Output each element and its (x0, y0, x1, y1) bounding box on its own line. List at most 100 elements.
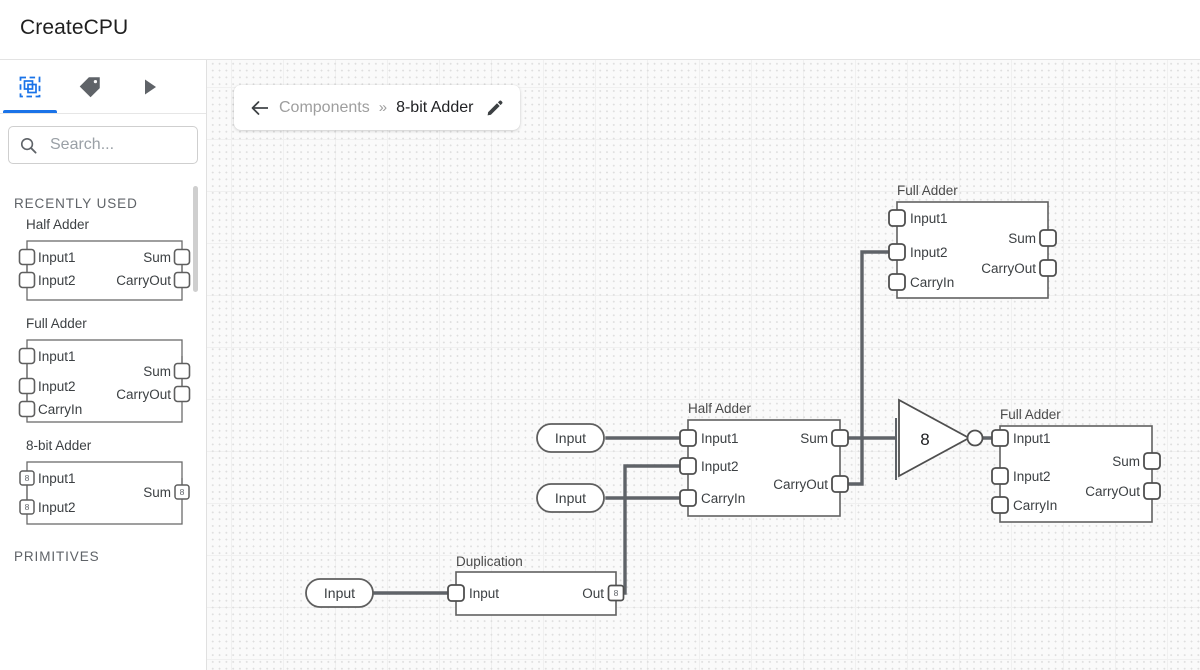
pin-label-input1: Input1 (910, 211, 948, 226)
tab-active-underline (3, 110, 57, 113)
arrow-left-icon (251, 100, 268, 115)
rename-button[interactable] (486, 99, 504, 117)
pin-label-carryin: CarryIn (1013, 498, 1057, 513)
sidebar-component-title: Half Adder (26, 217, 90, 232)
sidebar-pin-label: Input2 (38, 273, 76, 288)
sidebar-scrollbar-track[interactable] (193, 122, 202, 442)
tab-components[interactable] (0, 60, 60, 113)
sidebar-pin-label: Input2 (38, 379, 76, 394)
sidebar: RECENTLY USED Half Adder Input1 Input2 S… (0, 60, 207, 670)
back-button[interactable] (250, 99, 270, 117)
pin-label-out: Out (582, 586, 604, 601)
breadcrumb-current: 8-bit Adder (396, 98, 474, 116)
pin-carryin[interactable] (888, 273, 906, 291)
breadcrumb-separator: » (378, 99, 388, 116)
bus-gate-label: 8 (920, 430, 929, 449)
sidebar-pin-label: Sum (143, 364, 171, 379)
component-list[interactable]: RECENTLY USED Half Adder Input1 Input2 S… (0, 180, 206, 670)
node-duplication[interactable]: Duplication 8 Input Out (447, 554, 625, 616)
node-title: Duplication (456, 554, 523, 569)
sidebar-component-title: 8-bit Adder (26, 438, 92, 453)
pin-label-input: Input (469, 586, 499, 601)
wire-duplication-to-halfadder-input2 (623, 464, 688, 595)
pin-label-carryin: CarryIn (910, 275, 954, 290)
pin-label-input2: Input2 (701, 459, 739, 474)
section-label-primitives: PRIMITIVES (14, 549, 100, 564)
tab-run[interactable] (120, 60, 180, 113)
sidebar-tabbar (0, 60, 206, 114)
node-half-adder[interactable]: Half Adder Input1 Input2 CarryIn Sum Car… (679, 401, 849, 517)
bus-width-badge: 8 (614, 588, 619, 598)
pin-carryin[interactable] (991, 496, 1009, 514)
pin-label-carryout: CarryOut (981, 261, 1036, 276)
pin-out[interactable] (607, 584, 625, 602)
circuit-graph: Full Adder Input1 Input2 CarryIn Sum Car… (305, 183, 1161, 616)
pin-sum[interactable] (1143, 452, 1161, 470)
pin-input2[interactable] (991, 467, 1009, 485)
sidebar-component-preview: Input1 Input2 Sum CarryOut (18, 240, 191, 301)
bus-width-badge: 8 (180, 487, 185, 497)
input-pill-2[interactable]: Input (536, 483, 605, 513)
bus-width-badge: 8 (25, 502, 30, 512)
sidebar-component-half-adder[interactable]: Half Adder Input1 Input2 Sum CarryOut (14, 217, 206, 312)
sidebar-pin-label: CarryOut (116, 273, 171, 288)
wire-halfadder-carryout-to-gate (846, 436, 897, 486)
breadcrumb: Components » 8-bit Adder (234, 85, 521, 130)
bus-gate[interactable]: 8 (895, 398, 984, 480)
input-pill-1[interactable]: Input (536, 423, 605, 453)
pin-carryout[interactable] (831, 475, 849, 493)
sidebar-pin-label: Input1 (38, 250, 76, 265)
pin-input[interactable] (447, 584, 465, 602)
input-pill-label: Input (555, 490, 586, 506)
breadcrumb-parent[interactable]: Components (279, 98, 370, 116)
section-label-recently-used: RECENTLY USED (14, 196, 138, 211)
sidebar-pin-label: CarryIn (38, 402, 82, 417)
pin-input1[interactable] (991, 429, 1009, 447)
search-input[interactable] (48, 135, 188, 155)
sidebar-component-preview: Input1 Input2 CarryIn Sum CarryOut (18, 339, 191, 423)
pin-input2[interactable] (679, 457, 697, 475)
sidebar-scrollbar-thumb[interactable] (193, 186, 198, 292)
pin-sum[interactable] (831, 429, 849, 447)
sidebar-component-title: Full Adder (26, 316, 87, 331)
play-icon (145, 79, 156, 94)
pin-label-input2: Input2 (1013, 469, 1051, 484)
node-full-adder-top[interactable]: Full Adder Input1 Input2 CarryIn Sum Car… (888, 183, 1057, 299)
search-box[interactable] (8, 126, 198, 164)
wire-halfadder-sum-to-fulladder-top (846, 250, 897, 440)
tab-tags[interactable] (60, 60, 120, 113)
node-full-adder-right[interactable]: Full Adder Input1 Input2 CarryIn Sum Car… (991, 407, 1161, 523)
node-title: Full Adder (1000, 407, 1061, 422)
pin-input1[interactable] (888, 209, 906, 227)
pin-label-sum: Sum (1008, 231, 1036, 246)
title-bar: CreateCPU (0, 0, 1200, 60)
pin-carryout[interactable] (1143, 482, 1161, 500)
pin-input2[interactable] (888, 243, 906, 261)
pin-carryout[interactable] (1039, 259, 1057, 277)
input-pill-3[interactable]: Input (305, 578, 374, 608)
pin-label-input1: Input1 (701, 431, 739, 446)
circuit-canvas[interactable]: Full Adder Input1 Input2 CarryIn Sum Car… (207, 60, 1200, 670)
sidebar-component-8bit-adder[interactable]: 8-bit Adder 8 8 8 Input1 Input2 Sum (14, 438, 206, 533)
pin-label-carryin: CarryIn (701, 491, 745, 506)
sidebar-pin-label: CarryOut (116, 387, 171, 402)
pin-label-sum: Sum (800, 431, 828, 446)
sidebar-component-full-adder[interactable]: Full Adder Input1 Input2 CarryIn Sum Car… (14, 316, 206, 434)
node-title: Half Adder (688, 401, 752, 416)
pencil-icon (488, 100, 503, 115)
sidebar-pin-label: Input2 (38, 500, 76, 515)
sidebar-pin-label: Sum (143, 485, 171, 500)
wire-layer (373, 250, 999, 595)
sidebar-pin-label: Input1 (38, 471, 76, 486)
search-icon (20, 137, 37, 154)
pin-input1[interactable] (679, 429, 697, 447)
pin-label-input1: Input1 (1013, 431, 1051, 446)
pin-label-carryout: CarryOut (773, 477, 828, 492)
node-title: Full Adder (897, 183, 958, 198)
pin-carryin[interactable] (679, 489, 697, 507)
pin-sum[interactable] (1039, 229, 1057, 247)
pin-label-input2: Input2 (910, 245, 948, 260)
chip-icon (19, 76, 41, 97)
tag-icon (79, 76, 100, 97)
